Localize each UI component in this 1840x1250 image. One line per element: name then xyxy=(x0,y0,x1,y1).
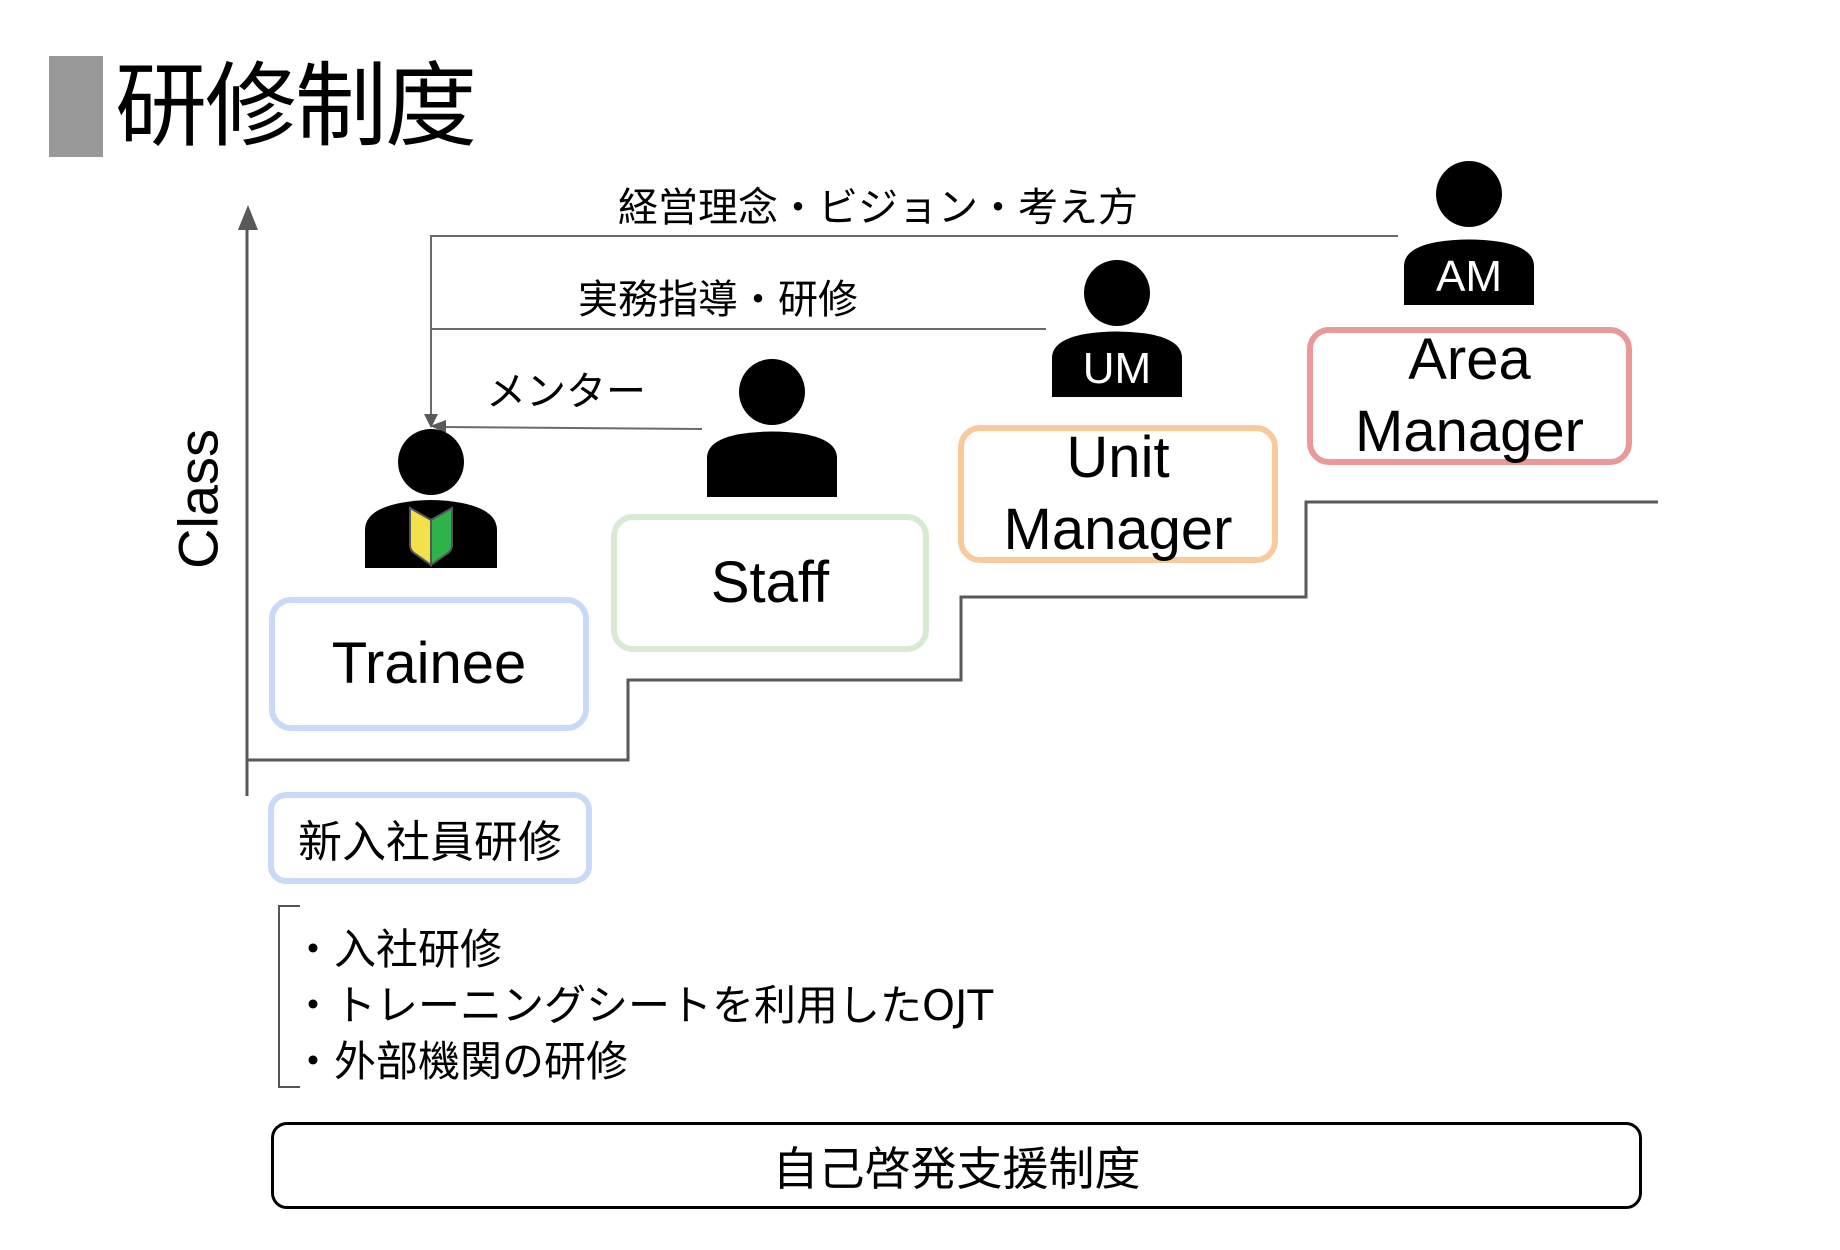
role-box-unit-manager: Unit Manager xyxy=(958,425,1278,563)
y-axis-arrowhead xyxy=(238,205,258,230)
trainee-person-icon xyxy=(365,429,497,568)
flow-line-area-manager xyxy=(430,235,1398,418)
flow-label-philosophy: 経営理念・ビジョン・考え方 xyxy=(618,185,1138,231)
flow-label-practical-training: 実務指導・研修 xyxy=(578,277,858,323)
list-item: ・入社研修 xyxy=(292,925,503,974)
title-accent-bar xyxy=(49,56,103,157)
flow-line-staff xyxy=(441,426,703,430)
flow-arrowhead-left xyxy=(430,420,446,433)
area-manager-badge: AM xyxy=(1436,252,1502,301)
page-title: 研修制度 xyxy=(115,53,477,160)
new-hire-training-list: ・入社研修 ・トレーニングシートを利用したOJT ・外部機関の研修 xyxy=(292,922,993,1090)
flow-label-mentor: メンター xyxy=(486,369,646,415)
staff-person-icon xyxy=(707,359,837,497)
flow-arrowhead-down xyxy=(424,414,438,428)
role-box-staff: Staff xyxy=(611,514,929,652)
role-box-area-manager: Area Manager xyxy=(1307,327,1632,465)
list-item: ・外部機関の研修 xyxy=(292,1037,629,1086)
role-box-trainee: Trainee xyxy=(269,597,589,731)
list-item: ・トレーニングシートを利用したOJT xyxy=(292,981,994,1030)
area-manager-person-icon: AM xyxy=(1404,161,1534,305)
unit-manager-person-icon: UM xyxy=(1052,260,1182,397)
staircase-line xyxy=(247,500,1658,762)
beginner-mark-icon xyxy=(409,506,453,567)
unit-manager-badge: UM xyxy=(1083,344,1151,393)
new-hire-training-box: 新入社員研修 xyxy=(268,792,592,884)
list-bracket xyxy=(278,905,300,1088)
self-development-support-box: 自己啓発支援制度 xyxy=(271,1122,1642,1209)
